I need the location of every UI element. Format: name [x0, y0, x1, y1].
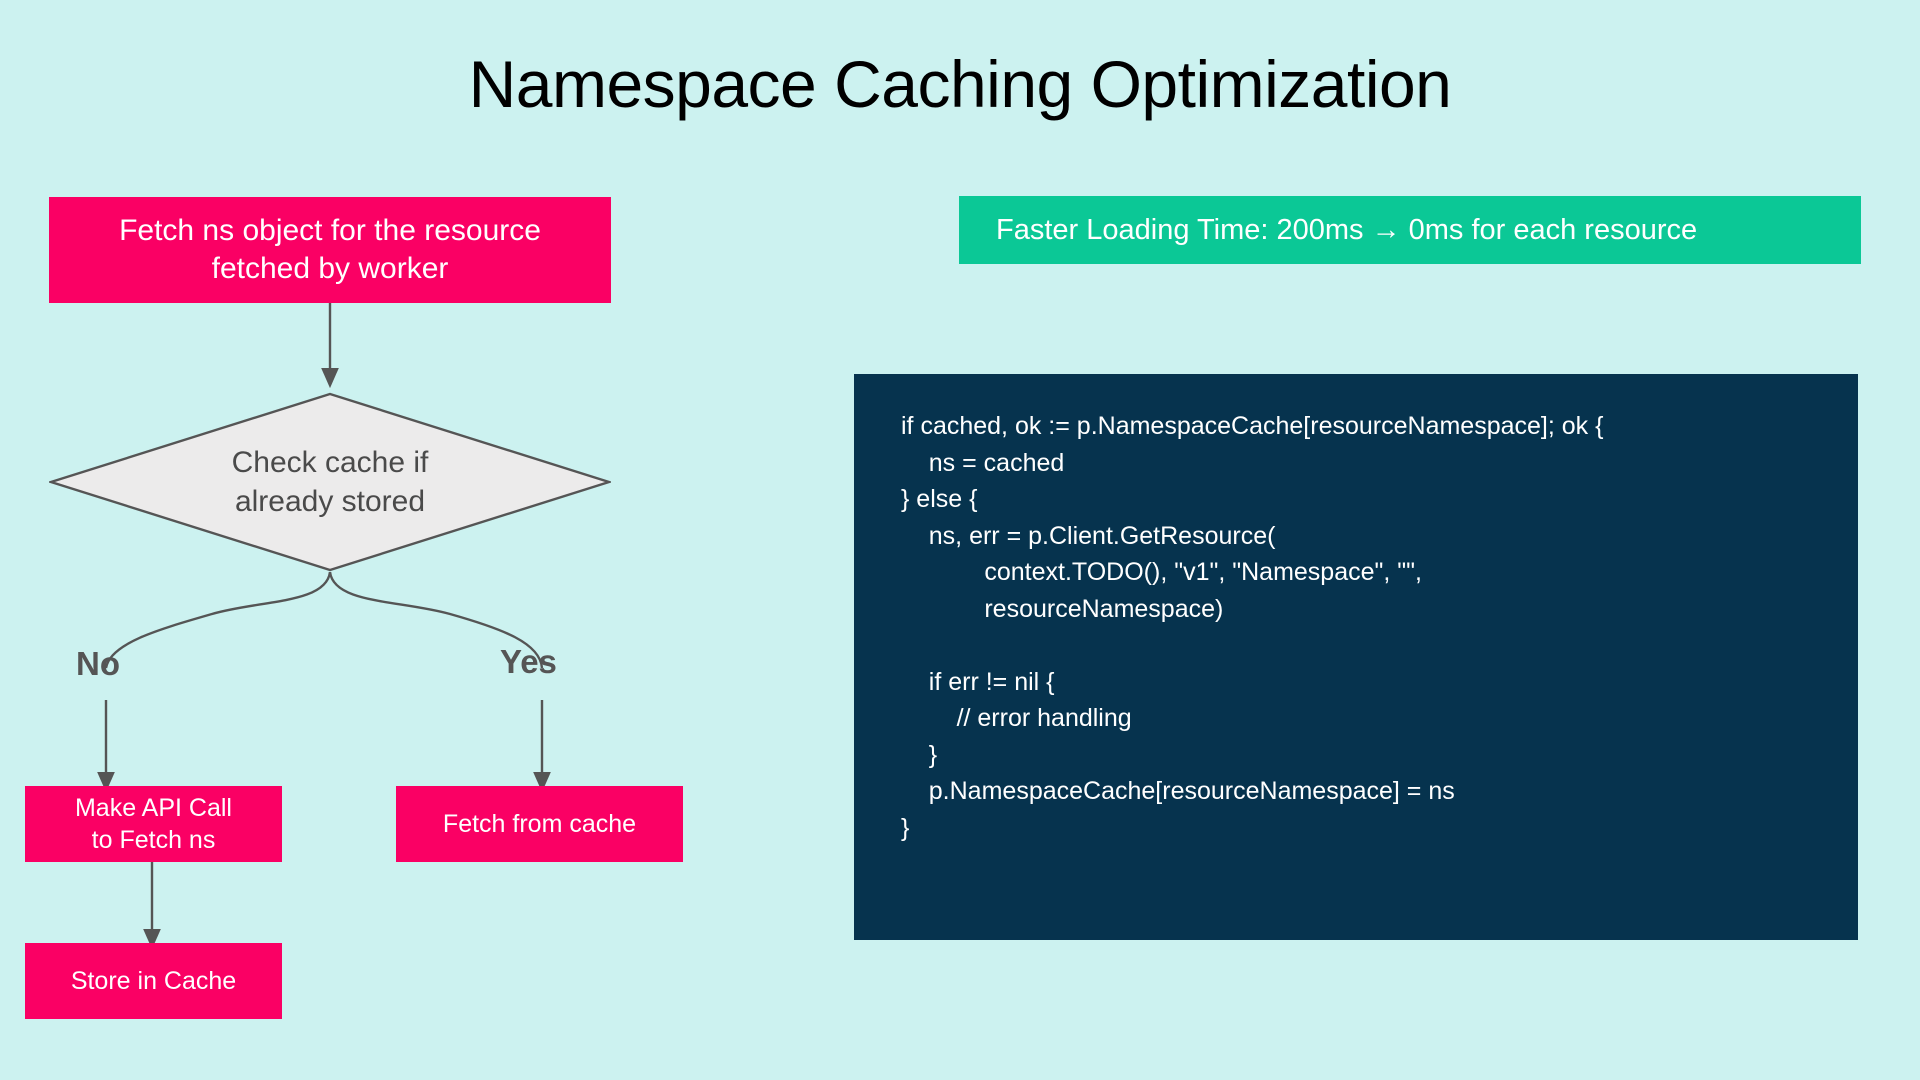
diamond-shape [49, 392, 611, 572]
flow-node-fetch-from-cache-label: Fetch from cache [442, 810, 637, 838]
flow-node-fetch-ns[interactable]: Fetch ns object for the resource fetched… [49, 197, 611, 303]
connector-decision-no [104, 571, 332, 669]
branch-label-yes: Yes [500, 643, 557, 680]
page-title: Namespace Caching Optimization [468, 47, 1452, 121]
code-panel: if cached, ok := p.NamespaceCache[resour… [854, 374, 1858, 940]
flow-node-fetch-from-cache[interactable]: Fetch from cache [396, 786, 683, 862]
branch-label-no: No [76, 645, 120, 682]
code-snippet: if cached, ok := p.NamespaceCache[resour… [901, 412, 1604, 842]
performance-banner-text: Faster Loading Time: 200ms → 0ms for eac… [996, 213, 1698, 246]
performance-banner: Faster Loading Time: 200ms → 0ms for eac… [959, 196, 1861, 264]
flow-node-check-cache[interactable]: Check cache if already stored [49, 392, 611, 572]
flow-node-store-in-cache-label: Store in Cache [70, 967, 237, 995]
flow-node-make-api-call-label: Make API Call to Fetch ns [74, 794, 232, 854]
flow-node-fetch-ns-label: Fetch ns object for the resource fetched… [119, 213, 541, 285]
flow-node-store-in-cache[interactable]: Store in Cache [25, 943, 282, 1019]
flow-node-make-api-call[interactable]: Make API Call to Fetch ns [25, 786, 282, 862]
